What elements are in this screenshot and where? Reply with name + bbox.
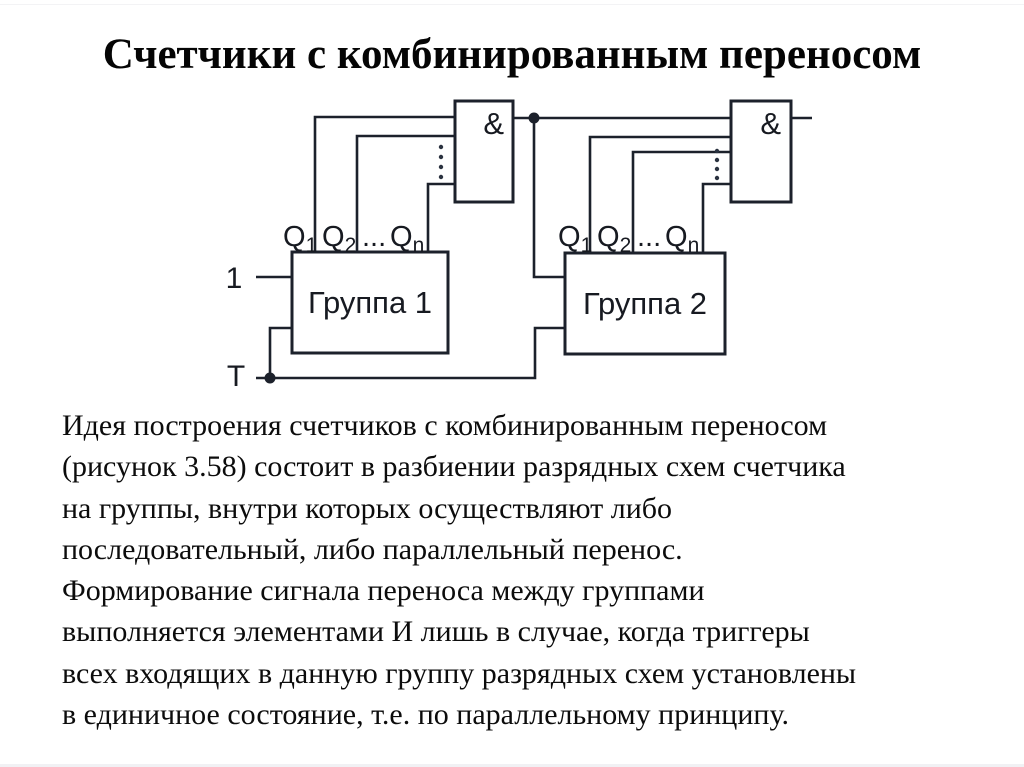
slide-bottom-edge (0, 764, 1024, 767)
paragraph-line: всех входящих в данную группу разрядных … (62, 656, 857, 690)
group2-q1-label: Q1 (558, 221, 592, 257)
group1-label: Группа 1 (308, 285, 432, 320)
blocks (290, 99, 793, 356)
group2-q1-wire (588, 135, 731, 253)
group1-q1-wire (313, 115, 455, 252)
group1-box (290, 250, 450, 355)
paragraph-line: на группы, внутри которых осуществляют л… (62, 491, 673, 525)
body-paragraph: Идея построения счетчиков с комбинирован… (62, 405, 982, 735)
input-t-label: T (227, 360, 245, 393)
group2-qn-label: Qn (665, 221, 699, 257)
group2-qn-wire (701, 182, 731, 253)
group2-label: Группа 2 (583, 286, 707, 321)
slide-top-edge (0, 4, 1024, 5)
group2-q-ellipsis-label: ... (637, 221, 661, 253)
paragraph-line: Формирование сигнала переноса между груп… (62, 574, 705, 608)
paragraph-line: в единичное состояние, т.е. по параллель… (62, 698, 789, 732)
t-wire (256, 326, 565, 380)
and-gate-1 (453, 99, 515, 204)
and-gate-2 (729, 99, 793, 204)
wires (256, 115, 812, 380)
and-gate-2-symbol: & (760, 106, 781, 141)
group1-q2-label: Q2 (322, 221, 356, 257)
gate2-ellipsis-dots (714, 148, 720, 181)
paragraph-line: выполняется элементами И лишь в случае, … (62, 615, 810, 649)
group2-q2-label: Q2 (597, 221, 631, 257)
t-junction-dot (264, 372, 276, 384)
carry-to-group2-wire (532, 118, 565, 279)
junctions (264, 112, 540, 384)
group1-qn-wire (426, 182, 455, 252)
t-branch-wire (268, 326, 292, 378)
gate1-ellipsis-dots (438, 144, 444, 180)
group1-q2-wire (355, 134, 455, 252)
group2-q2-wire (631, 150, 731, 253)
group1-qn-label: Qn (390, 221, 424, 257)
group2-box (563, 251, 727, 356)
group1-q1-label: Q1 (283, 221, 317, 257)
paragraph-line: Идея построения счетчиков с комбинирован… (62, 409, 828, 442)
paragraph-line: (рисунок 3.58) состоит в разбиении разря… (62, 450, 846, 484)
slide-title: Счетчики с комбинированным переносом (102, 31, 922, 78)
carry-junction-dot (528, 112, 540, 124)
paragraph-line: последовательный, либо параллельный пере… (62, 532, 683, 566)
and-gate-1-symbol: & (483, 106, 504, 141)
input-one-label: 1 (226, 262, 243, 295)
circuit-diagram: & & Q1 Q2 ... Qn Q1 Q2 ... Qn Группа 1 Г… (226, 99, 812, 393)
group1-q-ellipsis-label: ... (362, 221, 386, 253)
